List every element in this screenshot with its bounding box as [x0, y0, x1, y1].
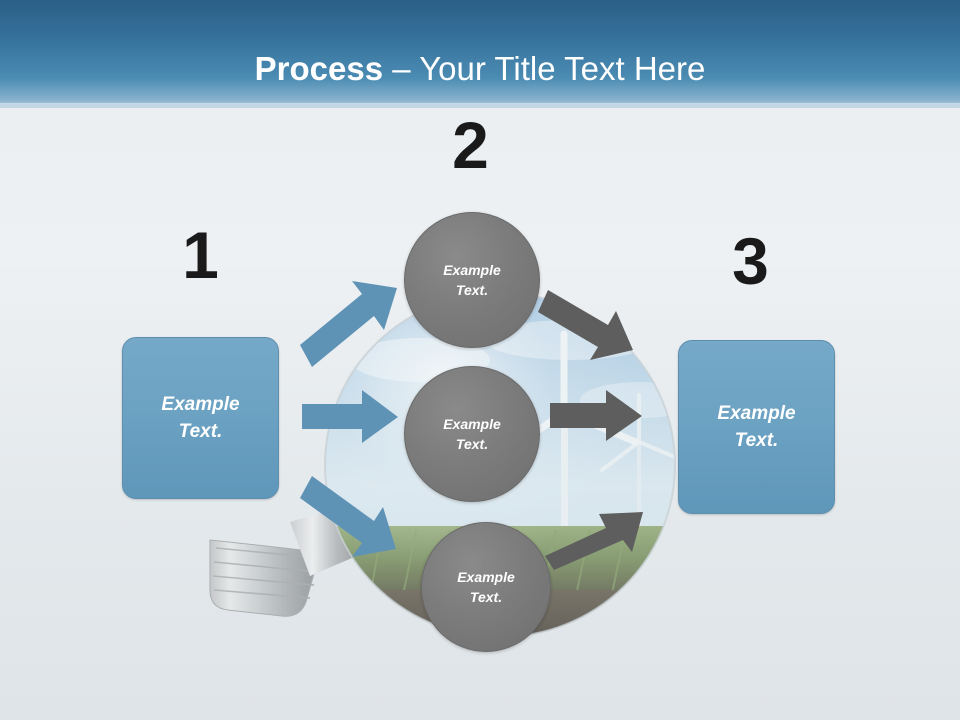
step-circle-3-label: Example Text.: [457, 569, 515, 605]
step-circle-3[interactable]: Example Text.: [421, 522, 551, 652]
arrow-gray-down: [538, 290, 633, 360]
page-title-light: Your Title Text Here: [419, 50, 706, 87]
page-title: Process – Your Title Text Here: [0, 50, 960, 88]
step-circle-2[interactable]: Example Text.: [404, 366, 540, 502]
arrow-gray-middle: [550, 390, 642, 441]
step-box-1[interactable]: Example Text.: [122, 337, 279, 499]
arrow-blue-middle: [302, 390, 398, 443]
step-box-1-label: Example Text.: [161, 394, 240, 442]
page-title-separator: –: [383, 50, 420, 87]
step-circle-1-label: Example Text.: [443, 262, 501, 298]
step-number-1: 1: [182, 218, 219, 292]
step-number-2: 2: [452, 108, 489, 182]
step-box-3[interactable]: Example Text.: [678, 340, 835, 514]
arrow-blue-up: [300, 281, 397, 367]
title-band: [0, 0, 960, 108]
step-circle-1[interactable]: Example Text.: [404, 212, 540, 348]
arrow-gray-up: [545, 512, 643, 570]
step-circle-2-label: Example Text.: [443, 416, 501, 452]
arrow-blue-down: [300, 476, 396, 557]
page-title-bold: Process: [254, 50, 384, 87]
step-box-3-label: Example Text.: [717, 403, 796, 451]
step-number-3: 3: [732, 224, 769, 298]
